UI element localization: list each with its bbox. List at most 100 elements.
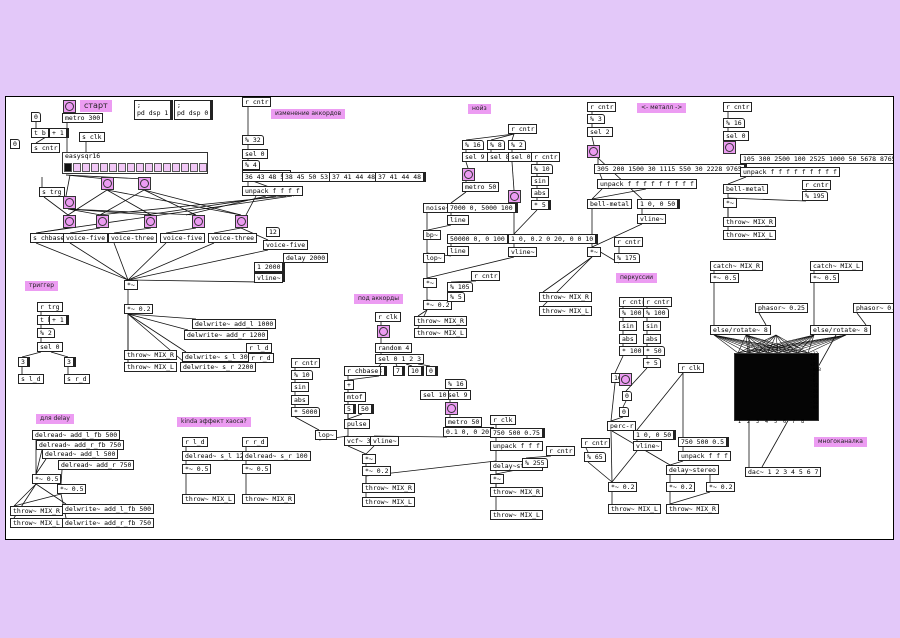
pd-object-o012[interactable]: voice-five <box>63 233 109 243</box>
pd-object-o110[interactable]: else/rotate~ 8 <box>710 325 771 335</box>
pd-object-o104[interactable]: catch~ MIX_R <box>710 261 763 271</box>
pd-object-o145[interactable]: unpack f f f <box>490 441 543 451</box>
pd-object-o136[interactable]: lop~ <box>315 430 337 440</box>
pd-object-o039[interactable]: 37 41 44 48 <box>329 172 381 182</box>
pd-object-o129[interactable]: metro 50 <box>445 417 483 427</box>
pd-object-o049[interactable]: s l_d <box>18 374 44 384</box>
pd-object-o010[interactable]: s trg <box>39 187 65 197</box>
bang-noise-2[interactable] <box>508 190 521 203</box>
pd-object-o014[interactable]: voice-five <box>160 233 206 243</box>
pd-object-o154[interactable]: % 100 <box>619 308 645 318</box>
pd-object-o092[interactable]: throw~ MIX_L <box>539 306 592 316</box>
pd-object-o069[interactable]: line <box>447 246 469 256</box>
sequencer-step[interactable] <box>109 163 117 172</box>
pd-object-o158[interactable]: abs <box>619 334 637 344</box>
pd-object-o062[interactable]: * 5 <box>531 200 551 210</box>
pd-object-o188[interactable]: delwrite~ add_l_fb 500 <box>62 504 155 514</box>
pd-object-o126[interactable]: % 16 <box>445 379 467 389</box>
pd-object-o164[interactable]: 0 <box>622 391 632 401</box>
pd-object-o058[interactable]: r cntr <box>531 152 561 162</box>
pd-object-o160[interactable]: * 100 <box>619 346 645 356</box>
pd-object-o150[interactable]: throw~ MIX_R <box>490 487 543 497</box>
bang-metal-2[interactable] <box>723 141 736 154</box>
pd-object-o139[interactable]: *~ <box>362 454 376 464</box>
bang-perc[interactable] <box>619 373 632 386</box>
pd-object-o063[interactable]: metro 50 <box>462 182 500 192</box>
pd-object-o174[interactable]: delay~stereo <box>666 465 719 475</box>
pd-object-o007[interactable]: s clk <box>79 132 105 142</box>
pd-object-o125[interactable]: pulse <box>344 419 370 429</box>
pd-object-o013[interactable]: voice-three <box>108 233 158 243</box>
pd-object-o173[interactable]: % 65 <box>584 452 606 462</box>
pd-object-o128[interactable]: sel 10 <box>420 390 450 400</box>
pd-object-o134[interactable]: abs <box>291 395 309 405</box>
pd-object-o025[interactable]: delwrite~ add_r 1200 <box>184 330 269 340</box>
pd-object-o159[interactable]: abs <box>643 334 661 344</box>
pd-object-o008[interactable]: ; pd dsp 1 <box>134 100 174 120</box>
sequencer-step[interactable] <box>73 163 81 172</box>
sequencer-step[interactable] <box>82 163 90 172</box>
pd-object-o166[interactable]: 0 <box>619 407 629 417</box>
pd-object-o144[interactable]: 750 500 0.75 <box>490 428 545 438</box>
pd-object-o024[interactable]: delwrite~ add_l 1000 <box>192 319 277 329</box>
sequencer-step[interactable] <box>181 163 189 172</box>
pd-object-o155[interactable]: % 100 <box>643 308 669 318</box>
sequencer-step[interactable] <box>172 163 180 172</box>
pd-object-o005[interactable]: s cntr <box>31 143 61 153</box>
pd-object-o057[interactable]: sel 0 <box>508 152 534 162</box>
pd-object-o169[interactable]: vline~ <box>633 441 663 451</box>
pd-object-o148[interactable]: % 255 <box>522 458 548 468</box>
pd-object-o042[interactable]: r trg <box>37 302 63 312</box>
pd-object-o016[interactable]: 12 <box>266 227 280 237</box>
pd-object-o143[interactable]: r clk <box>490 415 516 425</box>
bang-start[interactable] <box>63 100 76 113</box>
pd-object-o061[interactable]: abs <box>531 188 549 198</box>
pd-object-o167[interactable]: 1 0, 0 50 <box>633 430 677 440</box>
pd-object-o040[interactable]: 37 41 44 48 <box>375 172 427 182</box>
pd-object-o087[interactable]: vline~ <box>637 214 667 224</box>
sequencer-step[interactable] <box>163 163 171 172</box>
pd-object-o055[interactable]: sel 9 <box>462 152 488 162</box>
pd-object-o002[interactable]: t b <box>31 128 49 138</box>
pd-object-o156[interactable]: sin <box>619 321 637 331</box>
pd-object-o189[interactable]: delwrite~ add_r_fb 750 <box>62 518 155 528</box>
pd-object-o171[interactable]: unpack f f f <box>678 451 731 461</box>
pd-object-o187[interactable]: throw~ MIX_L <box>10 518 63 528</box>
pd-object-o019[interactable]: 1 2000 <box>254 262 286 272</box>
pd-object-o009[interactable]: ; pd dsp 0 <box>174 100 214 120</box>
pd-object-o090[interactable]: % 175 <box>614 253 640 263</box>
pd-object-o131[interactable]: r cntr <box>291 358 321 368</box>
pd-object-o052[interactable]: % 16 <box>462 140 484 150</box>
pd-object-o186[interactable]: throw~ MIX_R <box>10 506 63 516</box>
pd-object-o006[interactable]: metro 300 <box>62 113 104 123</box>
pd-object-o176[interactable]: *~ 0.2 <box>666 482 696 492</box>
pd-object-o133[interactable]: sin <box>291 382 309 392</box>
pd-object-o003[interactable]: + 1 <box>49 128 69 138</box>
pd-object-o035[interactable]: % 4 <box>242 160 260 170</box>
pd-object-o078[interactable]: throw~ MIX_R <box>414 316 467 326</box>
pd-object-o194[interactable]: *~ 0.5 <box>182 464 212 474</box>
pd-object-o029[interactable]: r r_d <box>248 353 274 363</box>
pd-object-o053[interactable]: % 8 <box>487 140 505 150</box>
bang-chords[interactable] <box>377 325 390 338</box>
pd-object-o034[interactable]: sel 0 <box>242 149 268 159</box>
pd-object-o149[interactable]: *~ <box>490 474 504 484</box>
pd-object-o051[interactable]: r cntr <box>508 124 538 134</box>
pd-object-o095[interactable]: sel 0 <box>723 131 749 141</box>
pd-object-o141[interactable]: throw~ MIX_R <box>362 483 415 493</box>
pd-object-o098[interactable]: bell-metal <box>723 184 769 194</box>
pd-object-o060[interactable]: sin <box>531 176 549 186</box>
pd-object-o105[interactable]: *~ 0.5 <box>710 273 740 283</box>
pd-object-o153[interactable]: r cntr <box>643 297 673 307</box>
pd-object-o032[interactable]: r cntr <box>242 97 272 107</box>
pd-object-o075[interactable]: r cntr <box>471 271 501 281</box>
pd-object-o088[interactable]: *~ <box>587 247 601 257</box>
pd-object-o083[interactable]: 305 200 1500 30 1115 550 30 2228 9765 <box>594 164 747 174</box>
pd-object-o079[interactable]: throw~ MIX_L <box>414 328 467 338</box>
pd-object-o048[interactable]: 3 <box>64 357 76 367</box>
pd-object-o117[interactable]: 7 <box>393 366 405 376</box>
pd-object-o101[interactable]: % 195 <box>802 191 828 201</box>
pd-object-o028[interactable]: r l_d <box>246 343 272 353</box>
pd-object-o045[interactable]: % 2 <box>37 328 55 338</box>
pd-object-o022[interactable]: *~ <box>124 280 138 290</box>
